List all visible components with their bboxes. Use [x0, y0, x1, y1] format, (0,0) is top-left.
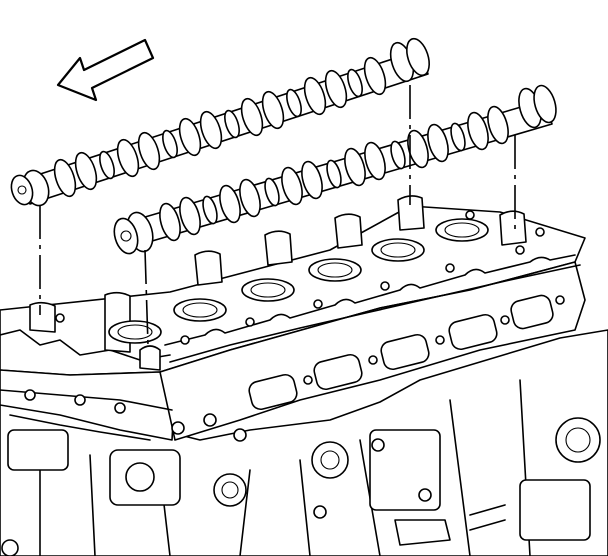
engine-block: [0, 329, 608, 556]
intake-ports: [248, 294, 554, 411]
alignment-guide-lines: [39, 85, 516, 346]
intake-camshaft: [113, 84, 557, 255]
valve-bores: [108, 218, 489, 344]
cylinder-head: [0, 195, 586, 442]
cam-journal-saddles: [29, 195, 527, 371]
exhaust-camshaft: [10, 37, 430, 207]
arrow-left-up-icon: [56, 38, 155, 102]
